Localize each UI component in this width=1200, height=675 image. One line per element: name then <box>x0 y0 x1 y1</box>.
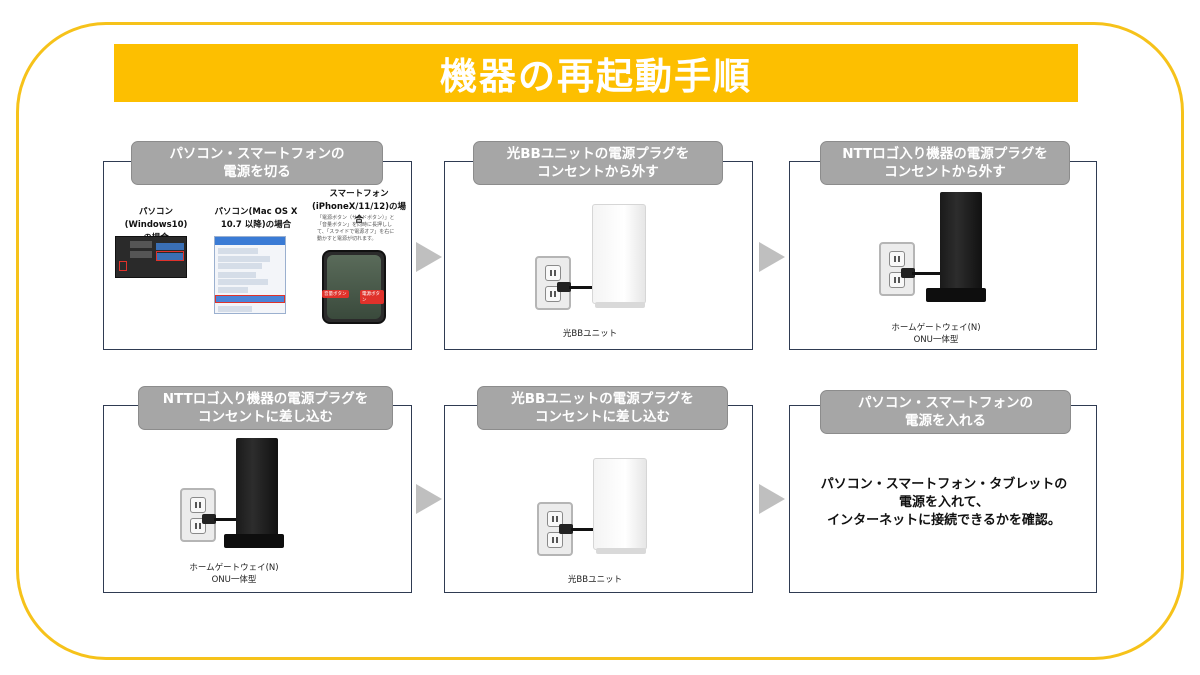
arrow-right-icon <box>759 242 785 272</box>
device-caption: ホームゲートウェイ(N) ONU一体型 <box>189 563 279 585</box>
mac-screenshot <box>214 236 286 314</box>
windows-power-highlight <box>119 261 127 271</box>
step-4-label: NTTロゴ入り機器の電源プラグを コンセントに差し込む <box>138 386 393 430</box>
gateway-icon <box>236 438 278 544</box>
windows-screenshot <box>115 236 187 278</box>
step-5-panel: 光BBユニット <box>444 405 753 593</box>
mac-shutdown-highlight <box>215 295 285 303</box>
step-1-panel: パソコン(Windows10) の場合 パソコン(Mac OS X 10.7 以… <box>103 161 412 350</box>
step-3-label: NTTロゴ入り機器の電源プラグを コンセントから外す <box>820 141 1070 185</box>
router-icon <box>593 458 647 550</box>
title-banner: 機器の再起動手順 <box>114 44 1078 102</box>
device-caption: ホームゲートウェイ(N) ONU一体型 <box>891 323 981 345</box>
step-4-panel: ホームゲートウェイ(N) ONU一体型 <box>103 405 412 593</box>
step-2-label: 光BBユニットの電源プラグを コンセントから外す <box>473 141 723 185</box>
page-title: 機器の再起動手順 <box>440 55 752 98</box>
phone-icon: 音量ボタン 電源ボタン <box>322 250 386 324</box>
volume-button-label: 音量ボタン <box>322 290 349 298</box>
step-3-panel: ホームゲートウェイ(N) ONU一体型 <box>789 161 1097 350</box>
arrow-right-icon <box>759 484 785 514</box>
phone-note: 「電源ボタン（サイドボタン）」と 「音量ボタン」を同時に長押しし て、「スライド… <box>317 215 395 242</box>
final-instruction: パソコン・スマートフォン・タブレットの 電源を入れて、 インターネットに接続でき… <box>820 477 1068 528</box>
step-2-panel: 光BBユニット <box>444 161 753 350</box>
device-caption: 光BBユニット <box>562 329 618 339</box>
arrow-right-icon <box>416 484 442 514</box>
power-button-label: 電源ボタン <box>360 290 384 304</box>
step-6-label: パソコン・スマートフォンの 電源を入れる <box>820 390 1071 434</box>
phone-heading: スマートフォン (iPhoneX/11/12)の場合 <box>311 189 407 225</box>
arrow-right-icon <box>416 242 442 272</box>
step-6-panel: パソコン・スマートフォン・タブレットの 電源を入れて、 インターネットに接続でき… <box>789 405 1097 593</box>
router-icon <box>592 204 646 304</box>
mac-heading: パソコン(Mac OS X 10.7 以降)の場合 <box>214 207 298 230</box>
step-1-label: パソコン・スマートフォンの 電源を切る <box>131 141 383 185</box>
device-caption: 光BBユニット <box>567 575 623 585</box>
gateway-icon <box>940 192 982 298</box>
step-5-label: 光BBユニットの電源プラグを コンセントに差し込む <box>477 386 728 430</box>
